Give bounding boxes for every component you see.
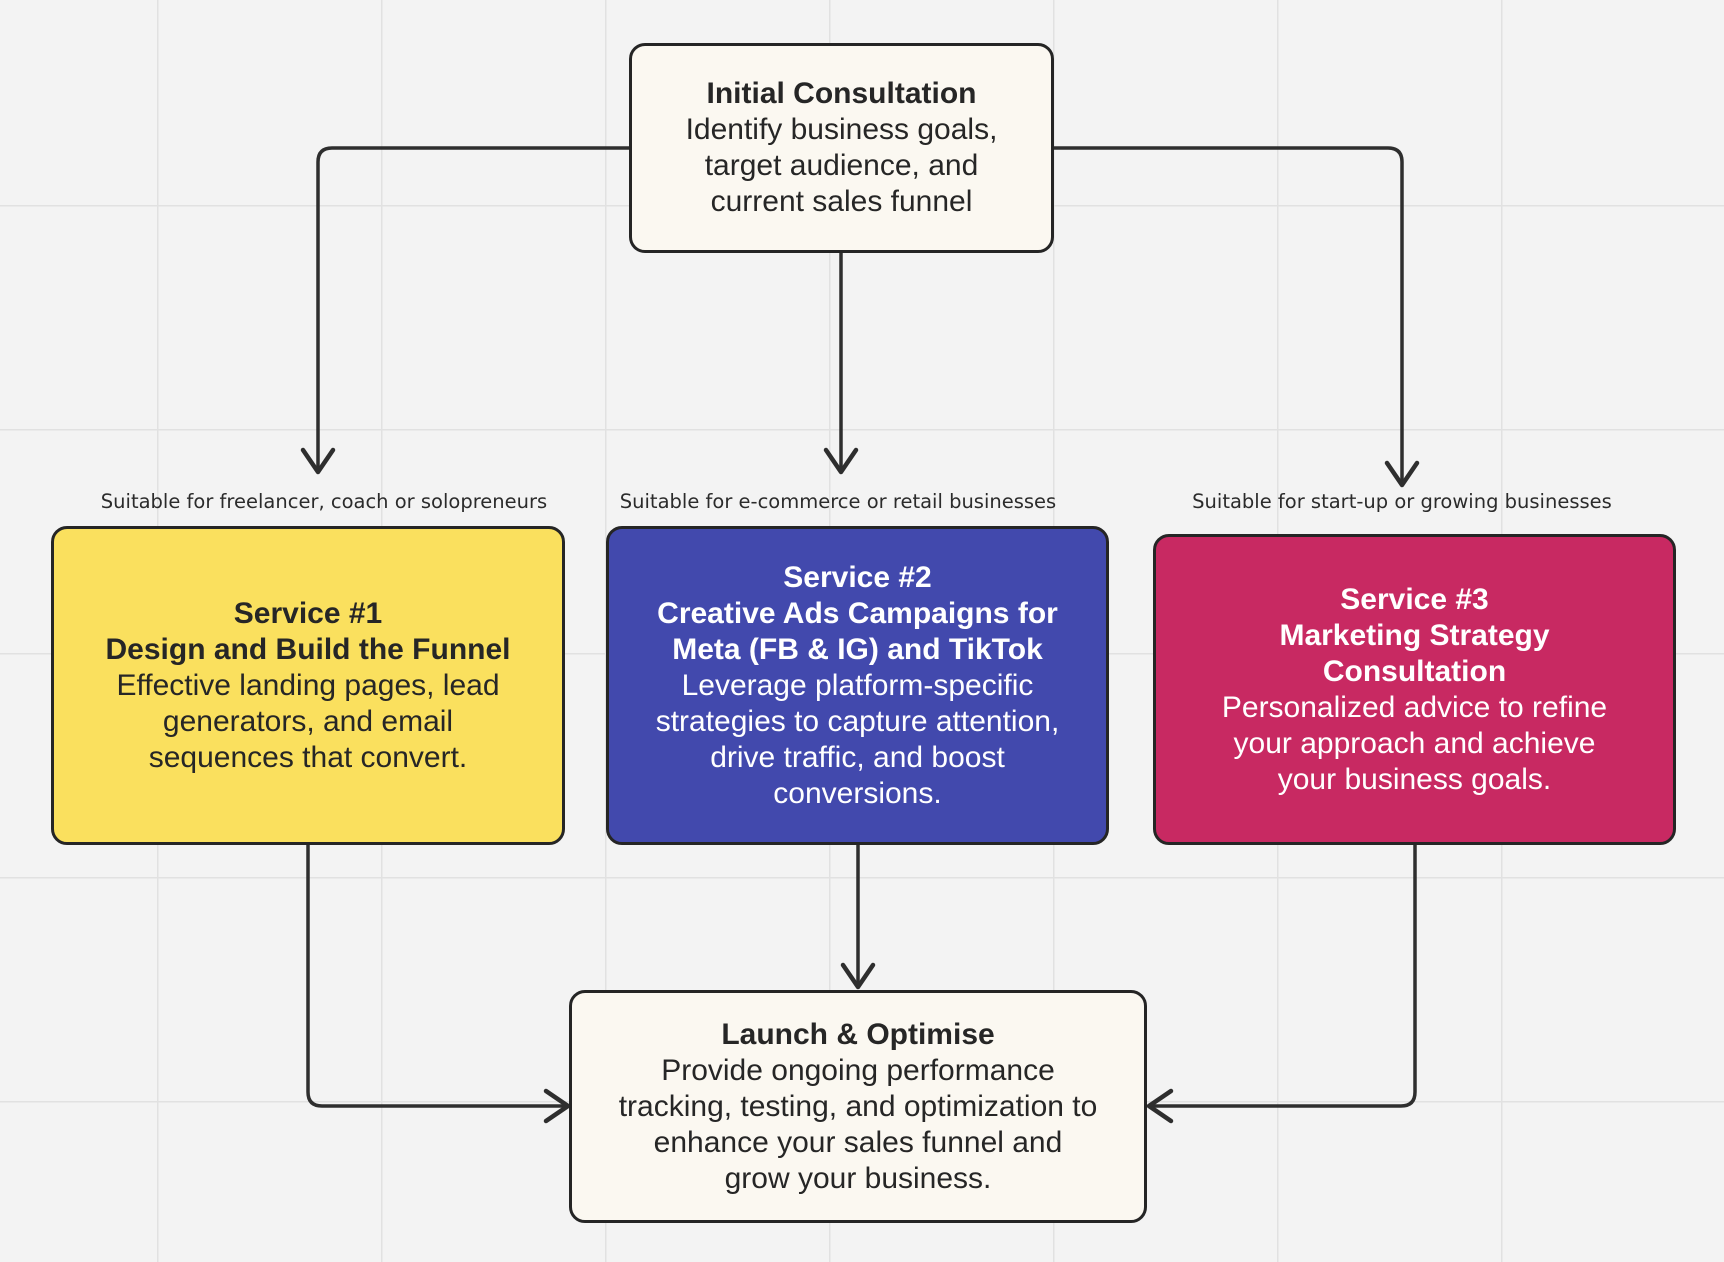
node-title: Initial Consultation bbox=[706, 77, 977, 110]
edge-service1-to-launch[interactable] bbox=[306, 843, 568, 1108]
service3-node[interactable]: Service #3 Marketing Strategy Consultati… bbox=[1153, 534, 1676, 845]
node-title: Creative Ads Campaigns for bbox=[657, 596, 1058, 630]
node-description-line: Personalized advice to refine bbox=[1221, 690, 1608, 724]
service2-suitability-caption: Suitable for e-commerce or retail busine… bbox=[619, 490, 1057, 513]
node-title: Service #1 bbox=[233, 596, 383, 630]
node-description-line: drive traffic, and boost bbox=[710, 740, 1005, 774]
node-title: Service #2 bbox=[783, 560, 932, 594]
edge-consultation-to-service3[interactable] bbox=[1051, 146, 1404, 485]
edge-service3-to-launch[interactable] bbox=[1149, 843, 1417, 1108]
service1-node[interactable]: Service #1 Design and Build the Funnel E… bbox=[51, 526, 565, 845]
node-description-line: Effective landing pages, lead bbox=[116, 668, 500, 702]
arrowhead-right-launch bbox=[543, 1088, 571, 1124]
node-description-line: Provide ongoing performance bbox=[661, 1053, 1055, 1087]
service3-suitability-caption: Suitable for start-up or growing busines… bbox=[1192, 490, 1612, 513]
arrowhead-down-service1 bbox=[300, 447, 336, 475]
node-description-line: tracking, testing, and optimization to bbox=[618, 1089, 1098, 1123]
edge-consultation-to-service1[interactable] bbox=[316, 146, 632, 472]
node-description-line: Identify business goals, bbox=[685, 113, 998, 146]
node-title: Service #3 bbox=[1340, 582, 1489, 616]
arrowhead-down-service3 bbox=[1384, 460, 1420, 488]
node-description-line: Leverage platform-specific bbox=[681, 668, 1034, 702]
arrowhead-down-launch bbox=[840, 962, 876, 990]
node-description-line: enhance your sales funnel and bbox=[653, 1125, 1063, 1159]
node-title: Meta (FB & IG) and TikTok bbox=[672, 632, 1043, 666]
node-description-line: strategies to capture attention, bbox=[655, 704, 1060, 738]
node-title: Design and Build the Funnel bbox=[105, 632, 511, 666]
launch-optimise-node[interactable]: Launch & Optimise Provide ongoing perfor… bbox=[569, 990, 1147, 1223]
node-description-line: current sales funnel bbox=[710, 185, 973, 218]
initial-consultation-node[interactable]: Initial Consultation Identify business g… bbox=[629, 43, 1054, 253]
node-description-line: target audience, and bbox=[704, 149, 979, 182]
node-description-line: sequences that convert. bbox=[148, 740, 468, 774]
node-title: Consultation bbox=[1322, 654, 1507, 688]
service2-node[interactable]: Service #2 Creative Ads Campaigns for Me… bbox=[606, 526, 1109, 845]
node-description-line: your business goals. bbox=[1277, 762, 1552, 796]
node-description-line: your approach and achieve bbox=[1233, 726, 1596, 760]
node-title: Launch & Optimise bbox=[721, 1017, 995, 1051]
node-description-line: grow your business. bbox=[724, 1161, 992, 1195]
node-description-line: conversions. bbox=[773, 776, 942, 810]
service1-suitability-caption: Suitable for freelancer, coach or solopr… bbox=[100, 490, 548, 513]
node-description-line: generators, and email bbox=[162, 704, 454, 738]
arrowhead-down-service2 bbox=[823, 447, 859, 475]
arrowhead-left-launch bbox=[1146, 1088, 1174, 1124]
node-title: Marketing Strategy bbox=[1279, 618, 1550, 652]
